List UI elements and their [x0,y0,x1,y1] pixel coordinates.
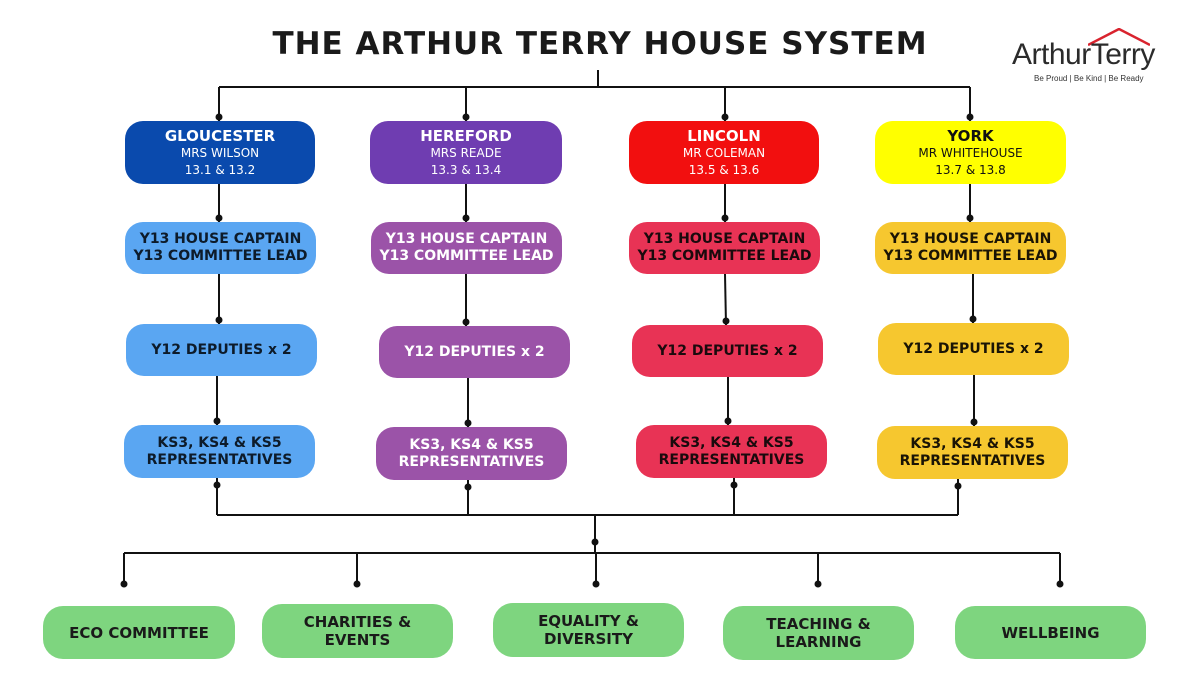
reps-label: REPRESENTATIVES [146,451,293,468]
gather-dot [954,482,962,490]
house-name: LINCOLN [687,127,761,146]
reps-key-stages-label: KS3, KS4 & KS5 [910,435,1035,452]
column-link-dot [213,417,221,425]
captain-label: Y13 HOUSE CAPTAIN [385,231,548,248]
committee-equality-diversity: EQUALITY & DIVERSITY [493,603,684,657]
column-link-dot [970,418,978,426]
house-name: YORK [947,127,994,146]
committee-label-line2: EVENTS [324,631,391,649]
house-forms: 13.3 & 13.4 [430,162,502,177]
committee-lead-label: Y13 COMMITTEE LEAD [133,248,308,264]
captain-label: Y13 HOUSE CAPTAIN [139,231,302,248]
house-name: HEREFORD [420,127,512,146]
house-drop-dot [215,113,223,121]
representatives-box-hereford: KS3, KS4 & KS5 REPRESENTATIVES [376,427,567,480]
committee-label-line1: ECO COMMITTEE [69,623,209,642]
column-link-dot [462,318,470,326]
column-link-dot [215,316,223,324]
house-forms: 13.1 & 13.2 [184,162,256,177]
committee-label-line1: CHARITIES & [303,613,412,631]
house-header-gloucester: GLOUCESTER MRS WILSON 13.1 & 13.2 [125,121,315,184]
head-of-house: MRS WILSON [180,146,260,161]
committee-drop-dot [353,580,361,588]
reps-label: REPRESENTATIVES [658,451,805,468]
committee-label-line1: WELLBEING [1001,623,1100,642]
column-link-line [724,273,727,326]
column-link-dot [722,317,730,325]
gather-dot [213,481,221,489]
head-of-house: MR WHITEHOUSE [918,146,1023,161]
logo-wordmark: ArthurTerry [1012,38,1155,71]
representatives-box-lincoln: KS3, KS4 & KS5 REPRESENTATIVES [636,425,827,478]
reps-key-stages-label: KS3, KS4 & KS5 [669,434,794,451]
committee-lead-label: Y13 COMMITTEE LEAD [637,248,812,264]
house-drop-dot [721,113,729,121]
deputies-box-hereford: Y12 DEPUTIES x 2 [379,326,570,378]
committee-label-line1: TEACHING & [766,615,871,633]
center-drop-dot [591,538,599,546]
deputies-box-lincoln: Y12 DEPUTIES x 2 [632,325,823,377]
column-link-dot [721,214,729,222]
page-title: THE ARTHUR TERRY HOUSE SYSTEM [272,26,928,62]
committee-drop-dot [592,580,600,588]
house-header-hereford: HEREFORD MRS READE 13.3 & 13.4 [370,121,562,184]
captain-label: Y13 HOUSE CAPTAIN [643,231,806,248]
house-forms: 13.7 & 13.8 [935,162,1006,177]
deputies-label: Y12 DEPUTIES x 2 [404,343,545,360]
reps-label: REPRESENTATIVES [398,453,545,470]
committee-label-line2: LEARNING [775,633,862,651]
committee-drop-dot [814,580,822,588]
captain-label: Y13 HOUSE CAPTAIN [889,231,1052,248]
committee-drop-dot [1056,580,1064,588]
column-link-dot [215,214,223,222]
reps-key-stages-label: KS3, KS4 & KS5 [157,434,282,451]
gather-dot [464,483,472,491]
house-captain-box-gloucester: Y13 HOUSE CAPTAIN Y13 COMMITTEE LEAD [125,222,316,274]
committee-teaching-learning: TEACHING & LEARNING [723,606,914,660]
house-captain-box-lincoln: Y13 HOUSE CAPTAIN Y13 COMMITTEE LEAD [629,222,820,274]
house-name: GLOUCESTER [164,127,276,146]
deputies-label: Y12 DEPUTIES x 2 [151,341,292,358]
deputies-box-gloucester: Y12 DEPUTIES x 2 [126,324,317,376]
house-header-lincoln: LINCOLN MR COLEMAN 13.5 & 13.6 [629,121,819,184]
reps-key-stages-label: KS3, KS4 & KS5 [409,436,534,453]
committee-charities-events: CHARITIES & EVENTS [262,604,453,658]
house-captain-box-hereford: Y13 HOUSE CAPTAIN Y13 COMMITTEE LEAD [371,222,562,274]
column-link-dot [724,417,732,425]
head-of-house: MRS READE [430,146,502,161]
column-link-dot [966,214,974,222]
head-of-house: MR COLEMAN [682,146,766,161]
logo-roof-icon [1088,28,1150,46]
house-drop-dot [462,113,470,121]
arthur-terry-logo: ArthurTerry Be Proud | Be Kind | Be Read… [1010,28,1170,88]
deputies-label: Y12 DEPUTIES x 2 [657,342,798,359]
column-link-dot [462,214,470,222]
column-link-dot [969,315,977,323]
committee-drop-dot [120,580,128,588]
reps-label: REPRESENTATIVES [899,452,1046,469]
committee-wellbeing: WELLBEING [955,606,1146,659]
deputies-box-york: Y12 DEPUTIES x 2 [878,323,1069,375]
house-captain-box-york: Y13 HOUSE CAPTAIN Y13 COMMITTEE LEAD [875,222,1066,274]
house-forms: 13.5 & 13.6 [688,162,760,177]
committee-eco: ECO COMMITTEE [43,606,235,659]
column-link-dot [464,419,472,427]
deputies-label: Y12 DEPUTIES x 2 [903,340,1044,357]
committee-lead-label: Y13 COMMITTEE LEAD [883,248,1058,264]
representatives-box-york: KS3, KS4 & KS5 REPRESENTATIVES [877,426,1068,479]
gather-dot [730,481,738,489]
committee-label-line1: EQUALITY & [538,612,639,630]
representatives-box-gloucester: KS3, KS4 & KS5 REPRESENTATIVES [124,425,315,478]
house-header-york: YORK MR WHITEHOUSE 13.7 & 13.8 [875,121,1066,184]
house-drop-dot [966,113,974,121]
committee-label-line2: DIVERSITY [544,630,633,648]
logo-tagline: Be Proud | Be Kind | Be Ready [1034,74,1144,83]
committee-lead-label: Y13 COMMITTEE LEAD [379,248,554,264]
